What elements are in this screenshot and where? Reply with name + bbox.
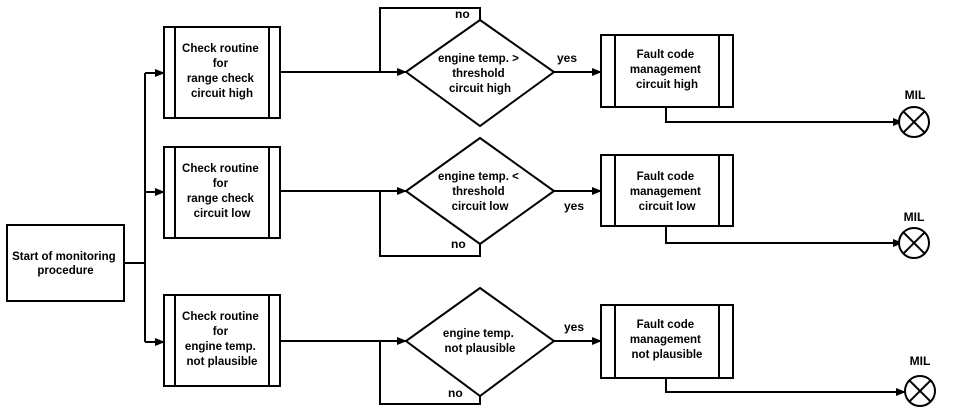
check-2-line-2: for bbox=[213, 178, 229, 190]
fault-box-3: Fault code management not plausible bbox=[600, 304, 734, 379]
decision-1-line-3: circuit high bbox=[449, 83, 511, 95]
check-2-label: Check routine for range check circuit lo… bbox=[182, 163, 262, 220]
fault-3-line-3: not plausible bbox=[632, 349, 703, 361]
decision-3: engine temp. not plausible no yes bbox=[404, 286, 584, 400]
decision-1-yes-label: yes bbox=[557, 51, 577, 65]
fault-2-line-1: Fault code bbox=[637, 171, 695, 183]
decision-3-no-label: no bbox=[448, 386, 463, 400]
check-3-line-4: not plausible bbox=[187, 356, 258, 368]
start-label-line-2: procedure bbox=[37, 265, 93, 277]
fault-box-1: Fault code management circuit high bbox=[600, 34, 734, 108]
check-2-line-1: Check routine bbox=[182, 163, 259, 175]
fault-1-line-1: Fault code bbox=[637, 49, 695, 61]
loop-no-1 bbox=[379, 7, 481, 72]
decision-1-line-2: threshold bbox=[452, 68, 504, 80]
decision-3-line-2: not plausible bbox=[445, 343, 516, 355]
check-1-line-1: Check routine bbox=[182, 43, 259, 55]
connectors bbox=[124, 7, 906, 405]
decision-2-yes-label: yes bbox=[564, 199, 584, 213]
decision-1-line-1: engine temp. > bbox=[438, 53, 519, 65]
mil-lamp-1: MIL bbox=[898, 88, 930, 138]
arrow-fault-3-to-mil-3 bbox=[665, 378, 906, 396]
check-2-line-3: range check bbox=[187, 193, 255, 205]
decision-3-label: engine temp. not plausible bbox=[443, 328, 517, 355]
decision-2-line-2: threshold bbox=[452, 186, 504, 198]
decision-3-yes-label: yes bbox=[564, 320, 584, 334]
loop-no-3 bbox=[379, 341, 481, 405]
decision-3-line-1: engine temp. bbox=[443, 328, 514, 340]
arrow-fault-1-to-mil-1 bbox=[665, 107, 903, 126]
fault-3-label: Fault code management not plausible bbox=[630, 319, 704, 361]
check-1-line-3: range check bbox=[187, 73, 255, 85]
decision-2-label: engine temp. < threshold circuit low bbox=[438, 171, 522, 213]
loop-no-2 bbox=[379, 191, 481, 257]
check-3-line-2: for bbox=[213, 326, 229, 338]
fault-1-label: Fault code management circuit high bbox=[630, 49, 704, 91]
fault-box-2: Fault code management circuit low bbox=[600, 154, 734, 227]
fault-2-line-2: management bbox=[630, 186, 701, 198]
mil-1-label: MIL bbox=[905, 88, 926, 102]
mil-lamp-3: MIL bbox=[904, 354, 936, 407]
decision-2-line-1: engine temp. < bbox=[438, 171, 519, 183]
mil-2-label: MIL bbox=[904, 210, 925, 224]
fault-1-line-3: circuit high bbox=[636, 79, 698, 91]
check-box-3: Check routine for engine temp. not plaus… bbox=[163, 294, 281, 387]
check-1-label: Check routine for range check circuit hi… bbox=[182, 43, 262, 100]
fault-1-line-2: management bbox=[630, 64, 701, 76]
mil-3-label: MIL bbox=[910, 354, 931, 368]
fault-2-label: Fault code management circuit low bbox=[630, 171, 704, 213]
check-3-line-1: Check routine bbox=[182, 311, 259, 323]
decision-1: engine temp. > threshold circuit high no… bbox=[404, 7, 577, 128]
check-box-2: Check routine for range check circuit lo… bbox=[163, 146, 281, 239]
check-1-line-2: for bbox=[213, 58, 229, 70]
fault-3-line-1: Fault code bbox=[637, 319, 695, 331]
check-3-line-3: engine temp. bbox=[185, 341, 256, 353]
check-3-label: Check routine for engine temp. not plaus… bbox=[182, 311, 262, 368]
start-label: Start of monitoring procedure bbox=[12, 251, 119, 277]
check-box-1: Check routine for range check circuit hi… bbox=[163, 26, 281, 119]
check-2-line-4: circuit low bbox=[194, 208, 251, 220]
start-label-line-1: Start of monitoring bbox=[12, 251, 116, 263]
check-1-line-4: circuit high bbox=[191, 88, 253, 100]
fault-3-line-2: management bbox=[630, 334, 701, 346]
decision-2: engine temp. < threshold circuit low no … bbox=[404, 136, 584, 251]
start-box: Start of monitoring procedure bbox=[6, 224, 125, 302]
arrow-fault-2-to-mil-2 bbox=[665, 226, 903, 247]
decision-2-line-3: circuit low bbox=[452, 201, 509, 213]
fault-2-line-3: circuit low bbox=[639, 201, 696, 213]
decision-1-label: engine temp. > threshold circuit high bbox=[438, 53, 522, 95]
decision-2-no-label: no bbox=[451, 237, 466, 251]
mil-lamp-2: MIL bbox=[898, 210, 930, 259]
decision-1-no-label: no bbox=[455, 7, 470, 21]
